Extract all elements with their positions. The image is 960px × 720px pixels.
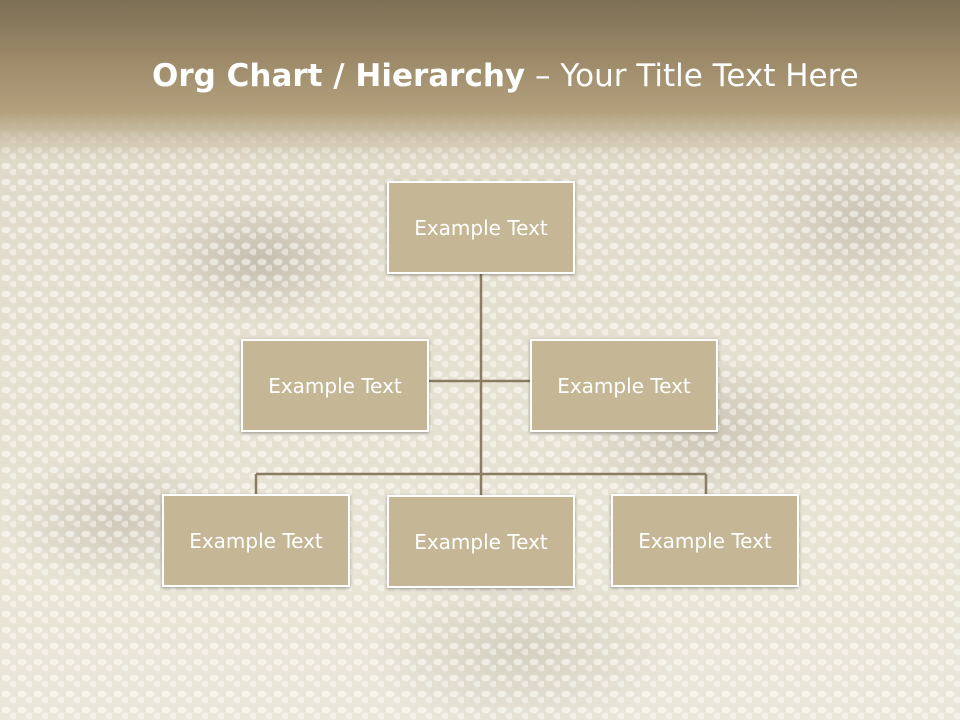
org-node-middle-left[interactable]: Example Text bbox=[241, 339, 429, 432]
org-node-bottom-right[interactable]: Example Text bbox=[611, 494, 799, 587]
header-band bbox=[0, 0, 960, 160]
title-bold: Org Chart / Hierarchy bbox=[152, 58, 526, 94]
org-node-bottom-center[interactable]: Example Text bbox=[387, 495, 575, 588]
org-node-middle-right[interactable]: Example Text bbox=[530, 339, 718, 432]
title-light: Your Title Text Here bbox=[560, 58, 859, 94]
org-node-bottom-left[interactable]: Example Text bbox=[162, 494, 350, 587]
org-node-root[interactable]: Example Text bbox=[387, 181, 575, 274]
slide-title: Org Chart / Hierarchy – Your Title Text … bbox=[152, 52, 932, 100]
title-dash: – bbox=[525, 58, 561, 94]
